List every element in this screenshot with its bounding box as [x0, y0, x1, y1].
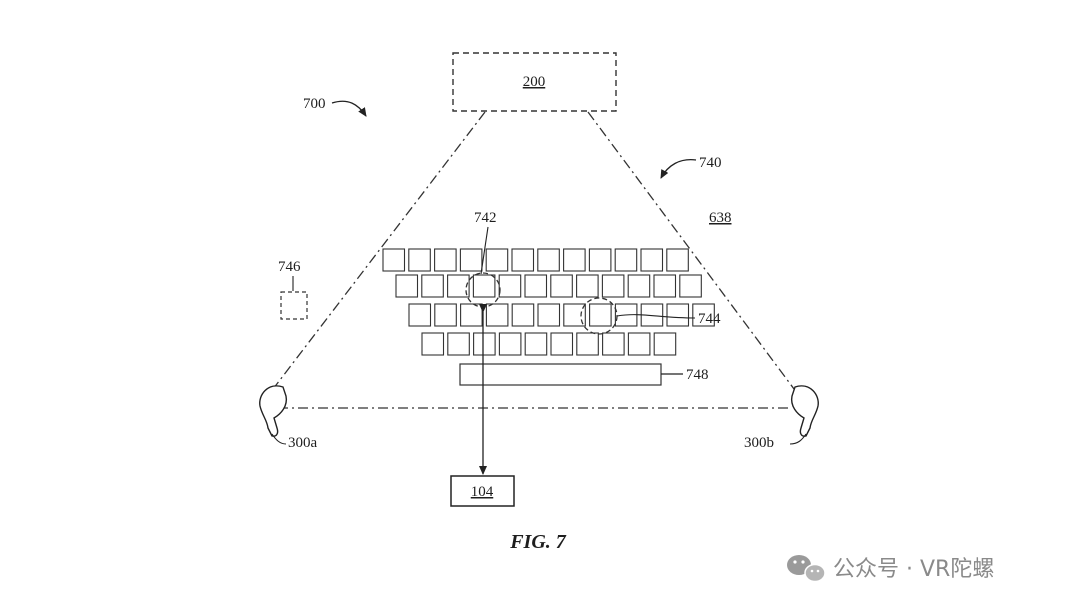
keyboard-key: [601, 274, 625, 298]
keyboard-key: [498, 274, 522, 298]
keyboard-key: [666, 248, 689, 272]
keyboard-key: [408, 303, 432, 327]
keyboard-key: [511, 248, 535, 272]
keyboard-key: [460, 303, 483, 327]
keyboard-key: [627, 332, 651, 356]
keyboard-key: [640, 248, 664, 272]
label-300a: 300a: [288, 435, 318, 451]
element-746: 746: [278, 259, 308, 320]
keyboard-key: [447, 332, 470, 356]
keyboard-key: [395, 274, 419, 298]
keyboard-key: [563, 303, 586, 327]
earbud-right-icon: [790, 385, 819, 437]
watermark: 公众号 · VR陀螺: [787, 555, 994, 583]
keyboard-key: [421, 332, 445, 356]
keyboard-key: [576, 332, 599, 356]
keyboard-key: [666, 303, 690, 327]
keyboard-key: [524, 332, 548, 356]
keyboard-key: [588, 248, 612, 272]
ref-700: 700: [303, 96, 367, 117]
label-638: 638: [709, 210, 732, 226]
label-200: 200: [523, 74, 546, 90]
wechat-icon: [787, 555, 826, 583]
earbud-left-icon: [259, 385, 288, 437]
device-200: 200: [452, 52, 617, 112]
keyboard-key: [382, 248, 406, 272]
keyboard-key: [653, 332, 677, 356]
keyboard-key: [602, 332, 625, 356]
keyboard-key: [511, 303, 535, 327]
keyboard-key: [473, 332, 496, 356]
label-746: 746: [278, 259, 301, 275]
highlight-744: 744: [580, 297, 721, 335]
keyboard-key: [459, 248, 483, 272]
label-700: 700: [303, 96, 326, 112]
watermark-text: 公众号 · VR陀螺: [833, 557, 994, 582]
keyboard-key: [589, 303, 612, 327]
keyboard-key: [550, 332, 574, 356]
keyboard-key: [614, 248, 638, 272]
keyboard-key: [550, 274, 573, 298]
space-bar-748: 748: [459, 363, 709, 386]
keyboard-key: [447, 274, 470, 298]
keyboard-key: [679, 274, 702, 298]
label-104: 104: [471, 484, 494, 500]
earbud-300b: 300b: [744, 385, 819, 451]
label-300b: 300b: [744, 435, 774, 451]
keyboard-key: [472, 274, 496, 298]
keyboard-key: [692, 303, 715, 327]
earbud-300a: 300a: [259, 385, 318, 451]
keyboard-key: [421, 274, 444, 298]
keyboard-key: [576, 274, 599, 298]
field-of-view-boundary: [269, 111, 798, 409]
virtual-keyboard: [382, 248, 715, 356]
keyboard-key: [408, 248, 431, 272]
keyboard-key: [524, 274, 548, 298]
label-740: 740: [699, 155, 722, 171]
keyboard-key: [627, 274, 651, 298]
keyboard-key: [537, 248, 560, 272]
label-744: 744: [698, 311, 721, 327]
keyboard-key: [434, 303, 457, 327]
keyboard-key: [653, 274, 677, 298]
label-748: 748: [686, 367, 709, 383]
keyboard-key: [485, 303, 509, 327]
keyboard-key: [485, 248, 509, 272]
keyboard-key: [537, 303, 561, 327]
controller-104: 104: [450, 475, 515, 507]
figure-caption: FIG. 7: [509, 531, 567, 553]
keyboard-key: [434, 248, 457, 272]
ref-740: 740: [660, 155, 722, 179]
keyboard-key: [563, 248, 586, 272]
label-742: 742: [474, 210, 497, 226]
keyboard-key: [498, 332, 522, 356]
